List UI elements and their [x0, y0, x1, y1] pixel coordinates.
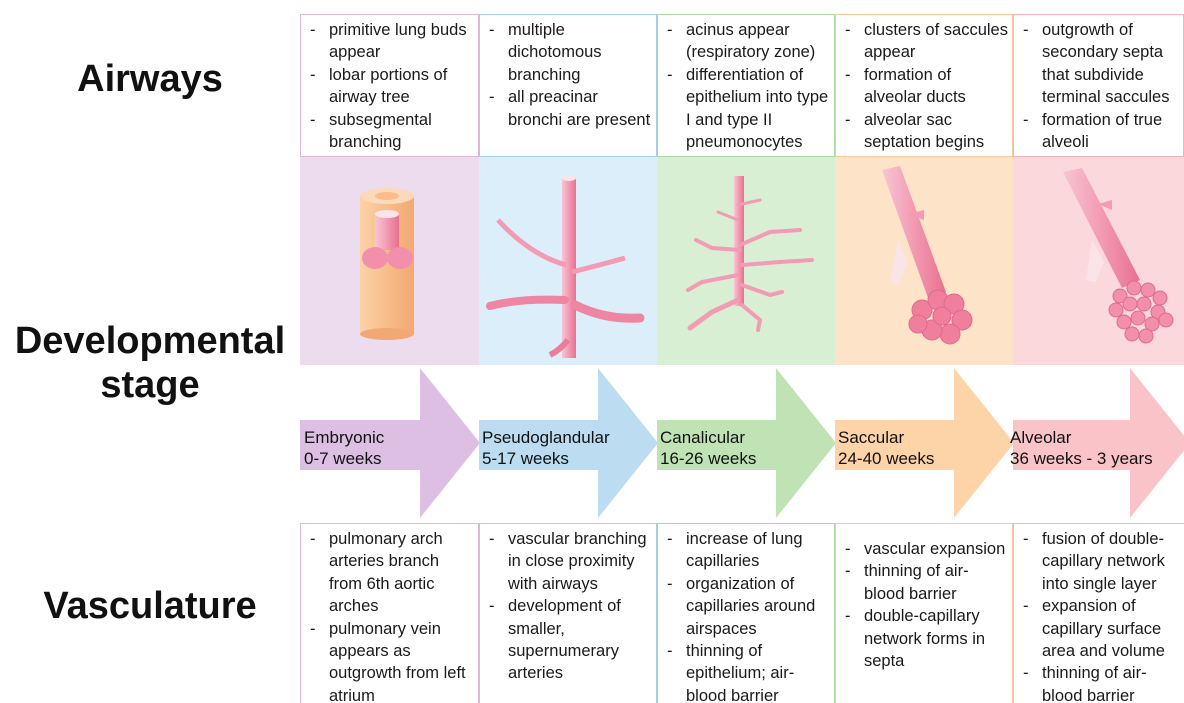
list-item: primitive lung buds appear [305, 19, 474, 64]
list-item: pulmonary arch arteries branch from 6th … [305, 528, 474, 618]
stage-label-saccular: Saccular 24-40 weeks [838, 427, 934, 469]
vasculature-box-canalicular: increase of lung capillaries organizatio… [657, 523, 835, 703]
list-item: vascular expansion [840, 538, 1008, 560]
list-item: all preacinar bronchi are present [484, 86, 652, 131]
vasculature-list: increase of lung capillaries organizatio… [662, 528, 830, 703]
pseudoglandular-branching-illustration [490, 175, 640, 358]
list-item: thinning of air-blood barrier [840, 560, 1008, 605]
list-item: alveolar sac septation begins [840, 109, 1008, 154]
stage-period: 24-40 weeks [838, 448, 934, 469]
stage-period: 36 weeks - 3 years [1010, 448, 1153, 469]
stage-label-canalicular: Canalicular 16-26 weeks [660, 427, 756, 469]
list-item: fusion of double-capillary network into … [1018, 528, 1180, 595]
stage-label-pseudoglandular: Pseudoglandular 5-17 weeks [482, 427, 610, 469]
list-item: formation of true alveoli [1018, 109, 1179, 154]
vasculature-box-embryonic: pulmonary arch arteries branch from 6th … [300, 523, 479, 703]
list-item: development of smaller, supernumerary ar… [484, 595, 652, 685]
list-item: expansion of capillary surface area and … [1018, 595, 1180, 662]
stage-name: Saccular [838, 427, 934, 448]
vasculature-list: vascular branching in close proximity wi… [484, 528, 652, 685]
list-item: thinning of air-blood barrier [1018, 662, 1180, 703]
vasculature-list: vascular expansion thinning of air-blood… [840, 538, 1008, 672]
airways-list: primitive lung buds appear lobar portion… [305, 19, 474, 153]
vasculature-box-saccular: vascular expansion thinning of air-blood… [835, 523, 1013, 703]
saccular-saccules-illustration [882, 166, 972, 344]
list-item: pulmonary vein appears as outgrowth from… [305, 618, 474, 703]
airways-list: acinus appear (respiratory zone) differe… [662, 19, 830, 153]
list-item: vascular branching in close proximity wi… [484, 528, 652, 595]
list-item: multiple dichotomous branching [484, 19, 652, 86]
airways-list: clusters of saccules appear formation of… [840, 19, 1008, 153]
list-item: acinus appear (respiratory zone) [662, 19, 830, 64]
stage-name: Pseudoglandular [482, 427, 610, 448]
stage-name: Embryonic [304, 427, 384, 448]
airways-list: outgrowth of secondary septa that subdiv… [1018, 19, 1179, 153]
stage-period: 16-26 weeks [660, 448, 756, 469]
list-item: lobar portions of airway tree [305, 64, 474, 109]
vasculature-box-pseudoglandular: vascular branching in close proximity wi… [479, 523, 657, 703]
stage-label-alveolar: Alveolar 36 weeks - 3 years [1010, 427, 1153, 469]
list-item: increase of lung capillaries [662, 528, 830, 573]
vasculature-list: pulmonary arch arteries branch from 6th … [305, 528, 474, 703]
list-item: thinning of epithelium; air-blood barrie… [662, 640, 830, 703]
stage-name: Alveolar [1010, 427, 1153, 448]
airways-box-saccular: clusters of saccules appear formation of… [835, 14, 1013, 157]
list-item: outgrowth of secondary septa that subdiv… [1018, 19, 1179, 109]
airways-box-embryonic: primitive lung buds appear lobar portion… [300, 14, 479, 157]
airways-list: multiple dichotomous branching all preac… [484, 19, 652, 131]
stage-period: 0-7 weeks [304, 448, 384, 469]
list-item: subsegmental branching [305, 109, 474, 154]
list-item: organization of capillaries around airsp… [662, 573, 830, 640]
airways-box-pseudoglandular: multiple dichotomous branching all preac… [479, 14, 657, 157]
vasculature-list: fusion of double-capillary network into … [1018, 528, 1180, 703]
canalicular-branching-illustration [688, 176, 812, 330]
vasculature-box-alveolar: fusion of double-capillary network into … [1013, 523, 1184, 703]
list-item: differentiation of epithelium into type … [662, 64, 830, 154]
stage-period: 5-17 weeks [482, 448, 610, 469]
stage-name: Canalicular [660, 427, 756, 448]
airways-box-canalicular: acinus appear (respiratory zone) differe… [657, 14, 835, 157]
list-item: double-capillary network forms in septa [840, 605, 1008, 672]
list-item: formation of alveolar ducts [840, 64, 1008, 109]
stage-label-embryonic: Embryonic 0-7 weeks [304, 427, 384, 469]
embryonic-lung-bud-illustration [360, 188, 414, 340]
alveolar-alveoli-illustration [1063, 168, 1173, 343]
list-item: clusters of saccules appear [840, 19, 1008, 64]
airways-box-alveolar: outgrowth of secondary septa that subdiv… [1013, 14, 1184, 157]
